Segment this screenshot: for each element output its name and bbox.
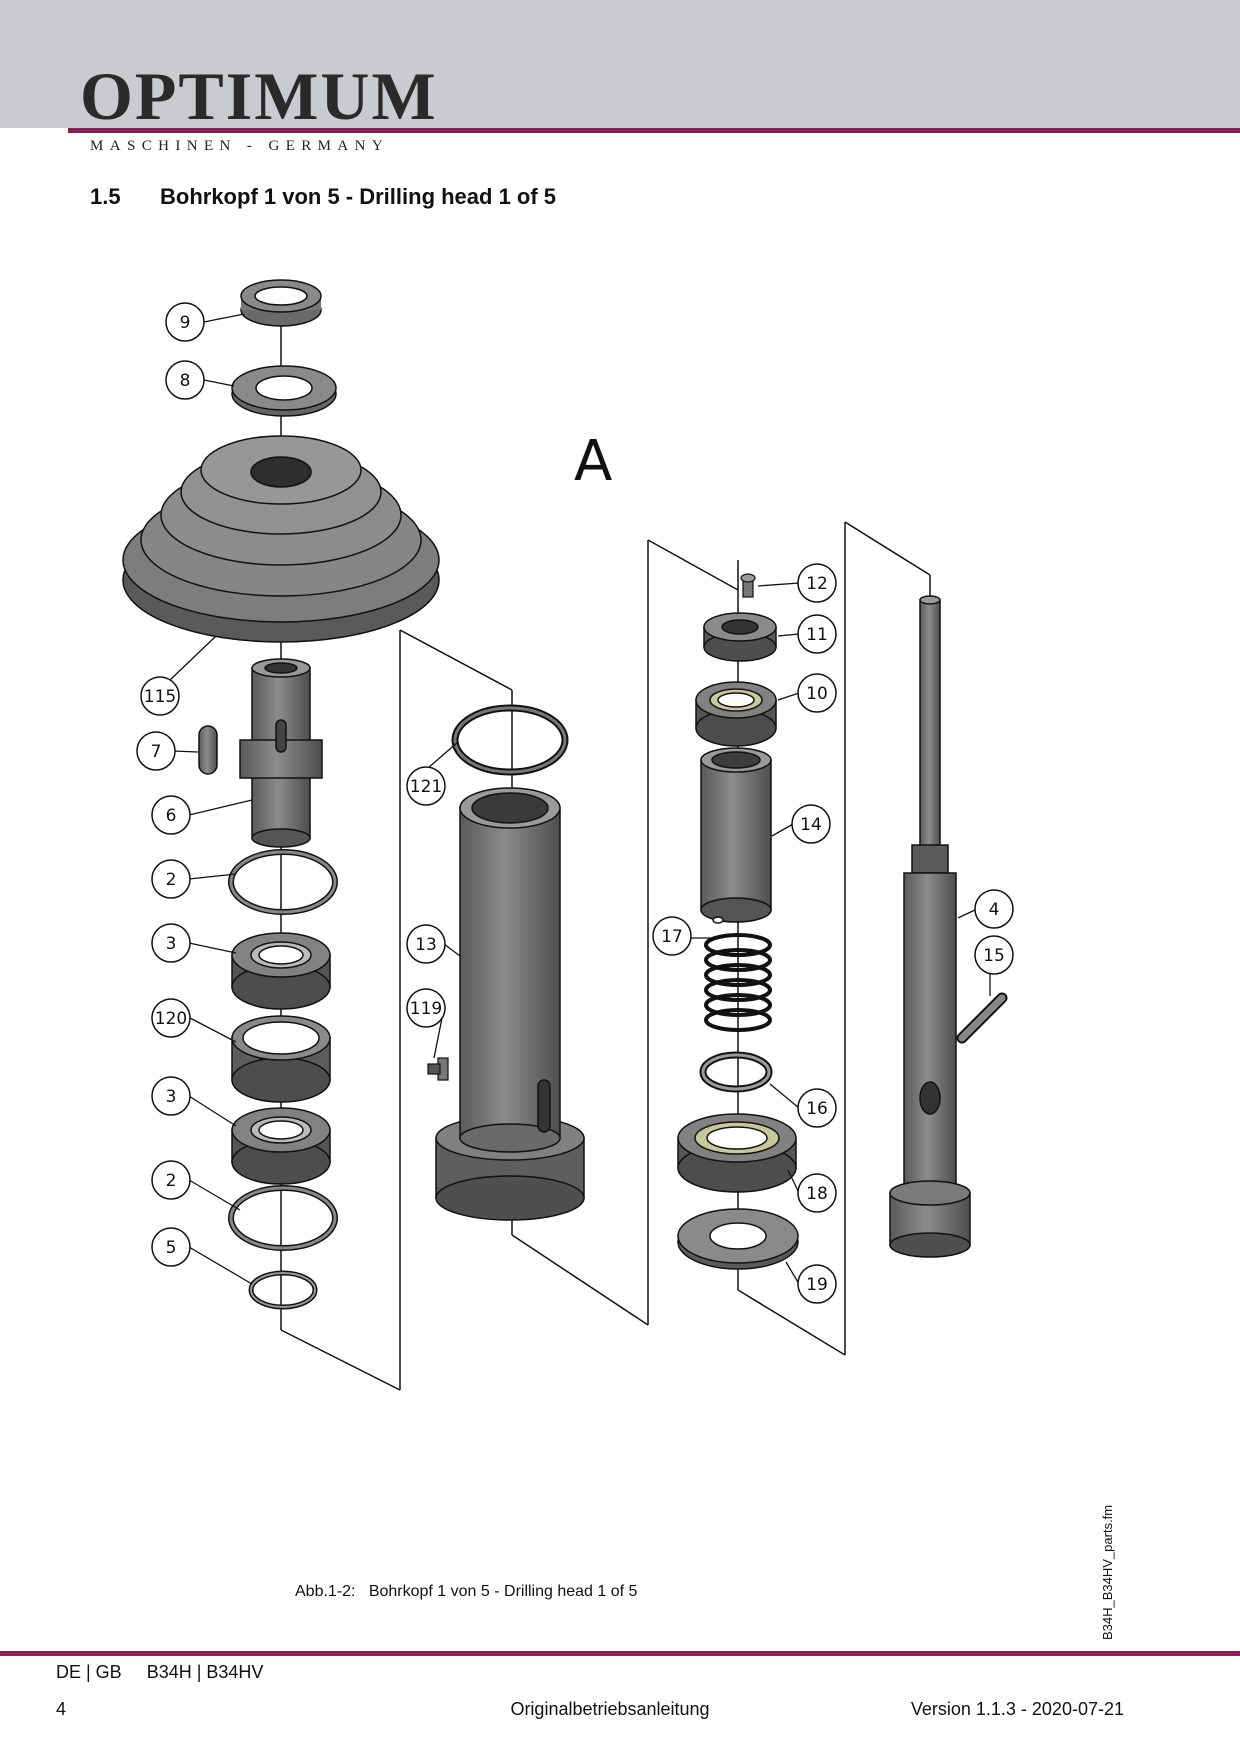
part-13-quill <box>435 787 585 1221</box>
part-10-bearing <box>695 681 777 747</box>
callout-5: 5 <box>166 1238 177 1258</box>
callout-7: 7 <box>151 742 162 762</box>
callout-4: 4 <box>989 900 1000 920</box>
callout-9: 9 <box>180 313 191 333</box>
part-17-spring <box>704 933 772 1032</box>
callout-2-top: 2 <box>166 870 177 890</box>
part-120-spacer <box>231 1015 331 1103</box>
part-2-circlip-bottom <box>228 1185 338 1251</box>
callout-6: 6 <box>166 806 177 826</box>
page-number: 4 <box>56 1699 67 1719</box>
part-9-slotted-nut <box>240 279 322 327</box>
side-note: B34H_B34HV_parts.fm <box>1100 1504 1115 1640</box>
callout-10: 10 <box>806 684 828 704</box>
part-11-lock-nut <box>703 612 777 662</box>
part-19-washer <box>677 1208 799 1270</box>
part-115-pulley <box>122 435 440 643</box>
callout-17: 17 <box>661 927 683 947</box>
brand-logo: OPTIMUM <box>80 58 438 134</box>
callout-16: 16 <box>806 1099 828 1119</box>
header-band <box>0 0 1240 128</box>
brand-tagline: MASCHINEN - GERMANY <box>90 138 390 154</box>
part-119-set-screw <box>427 1057 449 1081</box>
footer-rule <box>0 1651 1240 1656</box>
footer-languages: DE | GB B34H | B34HV <box>56 1662 264 1682</box>
section-number: 1.5 <box>90 184 121 209</box>
callout-3-bottom: 3 <box>166 1087 177 1107</box>
part-16-ring <box>699 1051 773 1093</box>
part-2-circlip-top <box>228 849 338 915</box>
part-15-drift-pin <box>956 992 1008 1044</box>
part-18-thrust-bearing <box>677 1113 797 1193</box>
document-type: Originalbetriebsanleitung <box>510 1699 710 1719</box>
callout-14: 14 <box>800 815 822 835</box>
part-3-bearing-top <box>231 932 331 1010</box>
part-5-retaining-ring <box>248 1270 318 1310</box>
part-8-washer <box>231 365 337 417</box>
callout-18: 18 <box>806 1184 828 1204</box>
callout-8: 8 <box>180 371 191 391</box>
callout-15: 15 <box>983 946 1005 966</box>
part-14-sleeve <box>700 747 772 924</box>
section-title: Bohrkopf 1 von 5 - Drilling head 1 of 5 <box>160 184 557 209</box>
part-121-o-ring <box>451 704 569 776</box>
callout-121: 121 <box>410 777 442 797</box>
callout-115: 115 <box>144 687 176 707</box>
registered-mark: ® <box>416 72 425 86</box>
document-version: Version 1.1.3 - 2020-07-21 <box>910 1699 1124 1719</box>
callout-119: 119 <box>410 999 442 1019</box>
part-4-spindle <box>889 595 971 1258</box>
part-6-spline-sleeve <box>239 658 323 848</box>
callout-2-bottom: 2 <box>166 1171 177 1191</box>
callout-13: 13 <box>415 935 437 955</box>
part-7-key <box>198 725 218 775</box>
figure-caption: Abb.1-2: Bohrkopf 1 von 5 - Drilling hea… <box>295 1583 638 1600</box>
callout-19: 19 <box>806 1275 828 1295</box>
part-3-bearing-bottom <box>231 1107 331 1185</box>
header-rule <box>68 128 1240 133</box>
part-12-screw <box>740 573 756 598</box>
callout-120: 120 <box>155 1009 187 1029</box>
callout-11: 11 <box>806 625 828 645</box>
view-label: A <box>574 429 612 494</box>
callout-12: 12 <box>806 574 828 594</box>
callout-3-top: 3 <box>166 934 177 954</box>
